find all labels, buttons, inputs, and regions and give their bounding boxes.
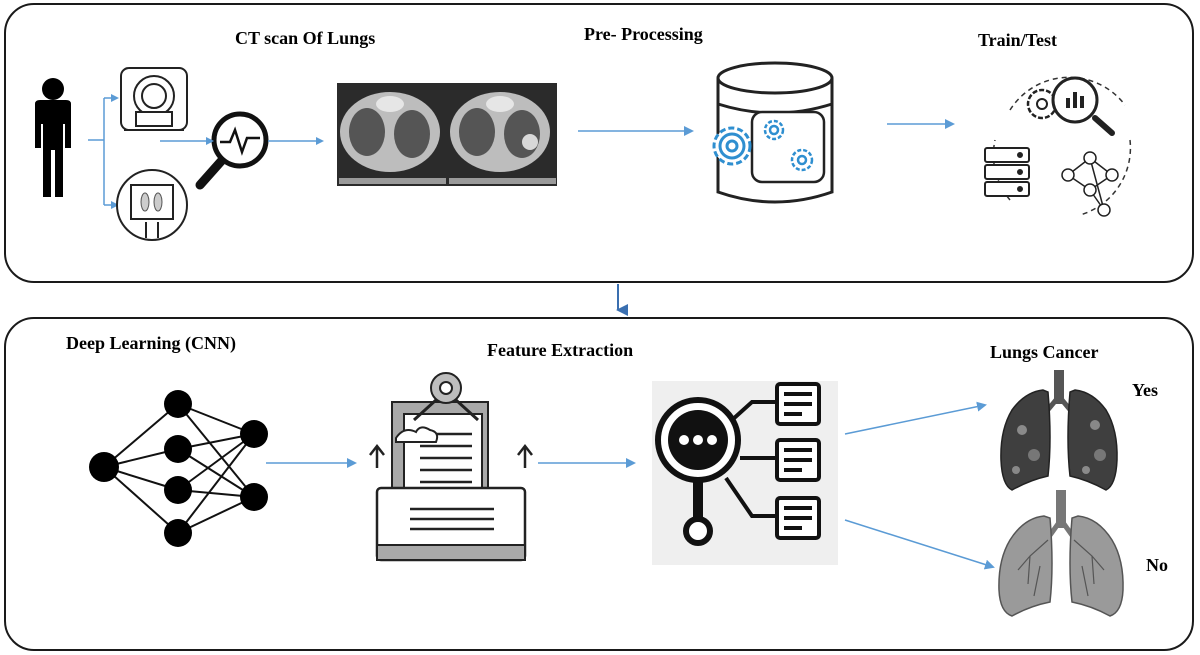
bottom-stage-panel <box>4 317 1194 651</box>
analysis-to-no-arrow <box>844 519 995 570</box>
lungs-cancer-label: Lungs Cancer <box>990 342 1099 362</box>
outcome-no-label: No <box>1146 555 1168 575</box>
analysis-to-yes-arrow <box>844 401 987 435</box>
result-card-icon <box>775 382 821 540</box>
deep-learning-label: Deep Learning (CNN) <box>66 333 236 353</box>
ct-scan-images <box>337 83 557 186</box>
ct-slice-left <box>339 92 446 184</box>
ct-scan-label: CT scan Of Lungs <box>235 28 376 48</box>
ct-slice-right <box>449 92 556 184</box>
feature-extraction-machine-icon <box>369 372 533 562</box>
preprocessing-database-icon <box>712 61 834 204</box>
patient-icon <box>35 78 71 197</box>
magnifier-heartbeat-icon <box>195 111 269 190</box>
cancerous-lungs-icon <box>1000 370 1118 491</box>
patient-branch-lines <box>88 94 119 209</box>
train-test-label: Train/Test <box>978 30 1058 50</box>
xray-icon <box>116 169 188 241</box>
analytics-magnifier-icon <box>1051 76 1115 136</box>
ct-scanner-icon <box>120 67 188 131</box>
feature-extraction-label: Feature Extraction <box>487 340 634 360</box>
gear-small-icon <box>763 119 814 172</box>
feature-analysis-icon <box>652 381 838 565</box>
cnn-network-icon <box>89 390 268 547</box>
top-stage-panel <box>4 3 1194 283</box>
neural-network-small-icon <box>1061 151 1119 217</box>
healthy-lungs-icon <box>998 490 1124 617</box>
server-stack-icon <box>984 147 1030 197</box>
outcome-yes-label: Yes <box>1132 380 1158 400</box>
gear-icon <box>712 126 752 166</box>
preprocessing-label: Pre- Processing <box>584 24 703 44</box>
settings-gear-icon <box>1026 88 1058 120</box>
train-test-icon <box>984 76 1132 217</box>
